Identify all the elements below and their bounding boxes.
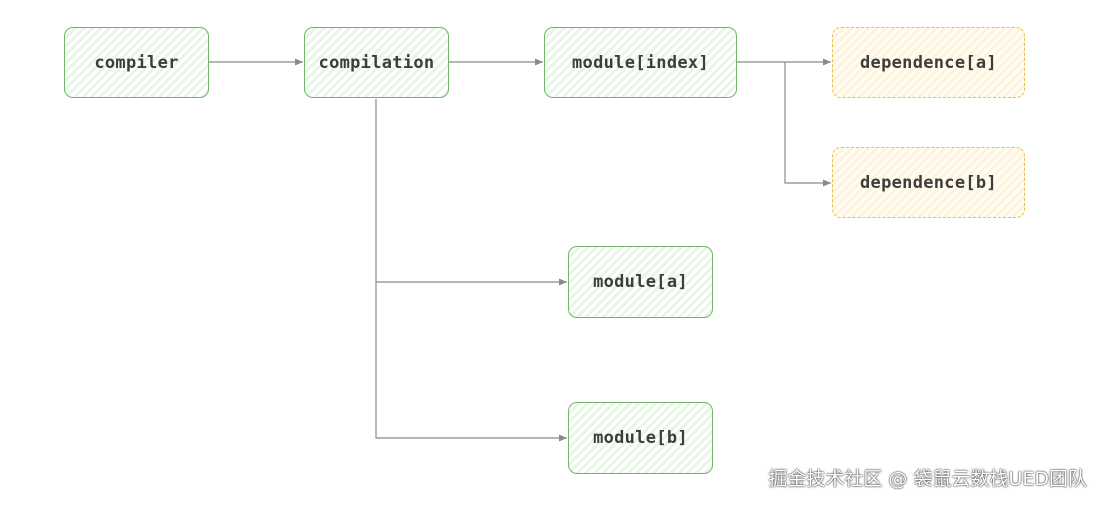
watermark-text: 掘金技术社区 @ 袋鼠云数栈UED团队 [768,468,1087,490]
module-a-node: module[a] [568,246,713,318]
compilation-node: compilation [304,27,449,98]
arrow-compilation-to-module-b [375,282,567,442]
dependence-a-node: dependence[a] [832,27,1025,98]
module-b-node: module[b] [568,402,713,474]
module-index-node: module[index] [544,27,737,98]
arrow-module-index-to-dependence-b [784,62,831,187]
dependence-b-node: dependence[b] [832,147,1025,218]
compiler-node: compiler [64,27,209,98]
arrow-compilation-to-module-a [375,99,567,286]
